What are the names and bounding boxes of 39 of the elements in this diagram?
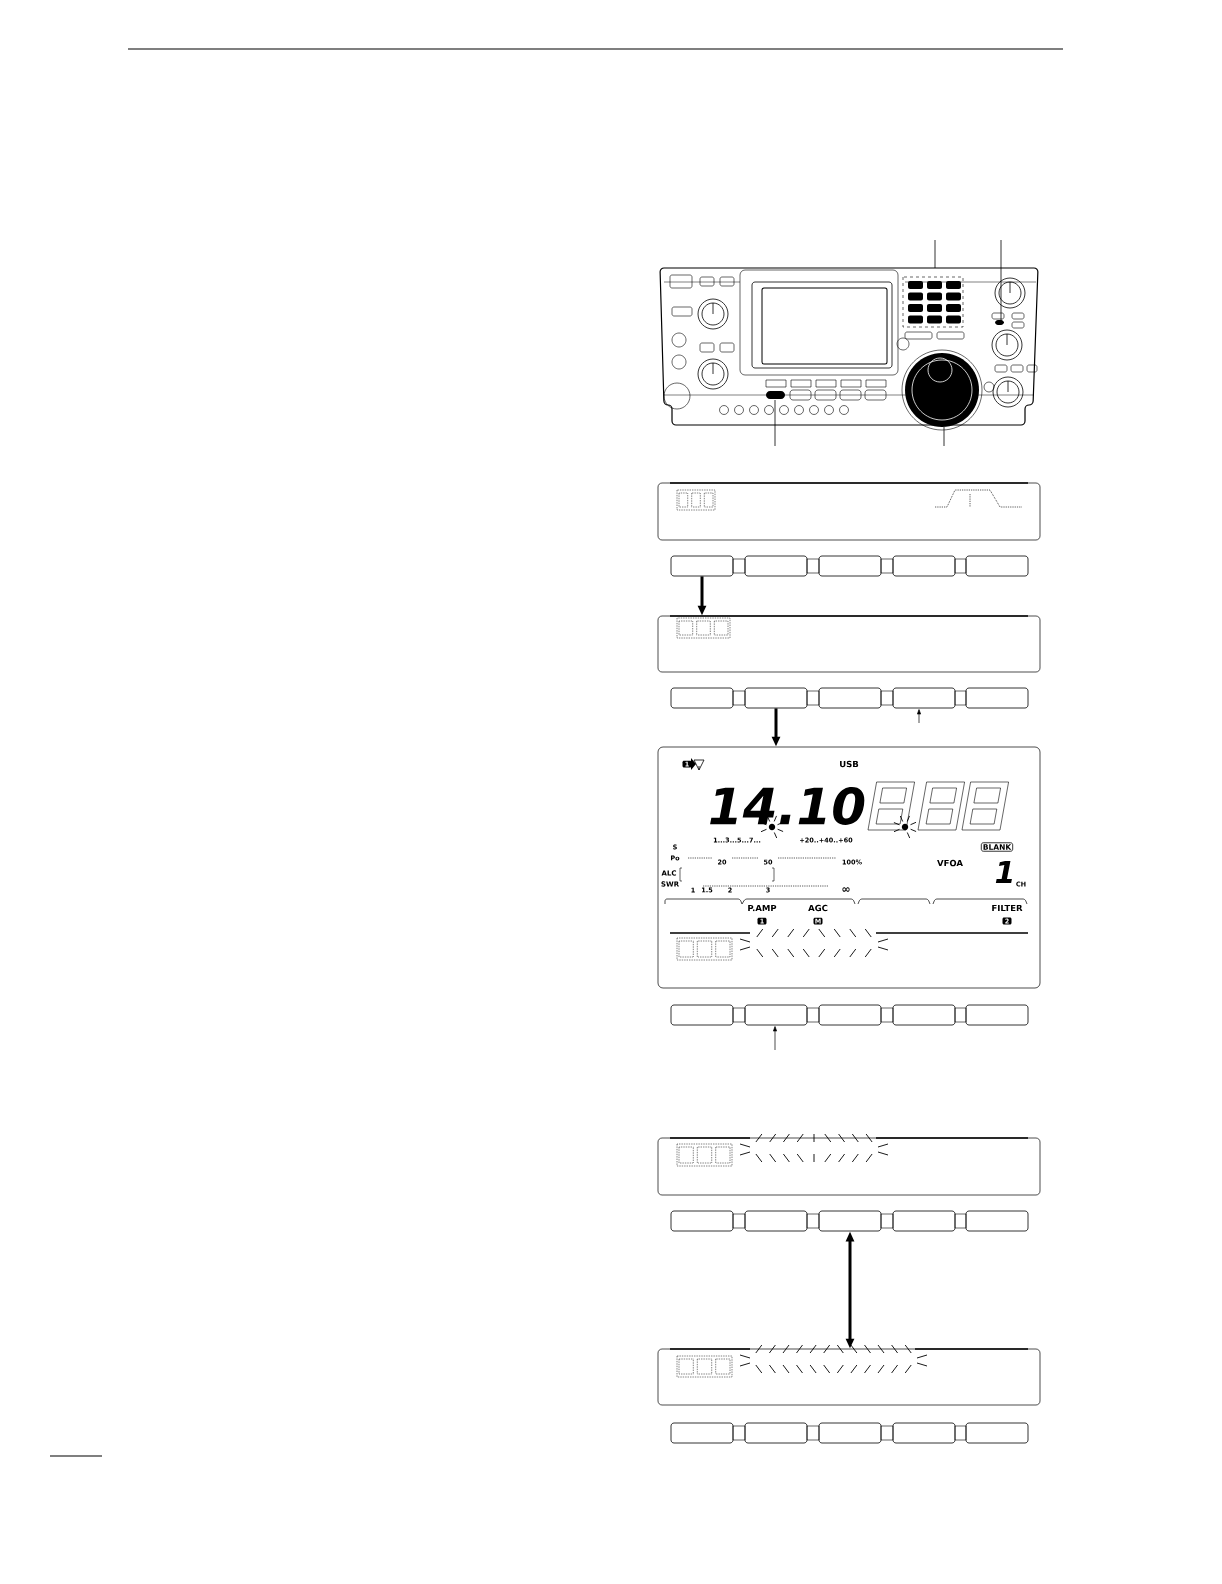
soft-key [965,555,1029,577]
soft-key [670,687,746,709]
soft-key [744,555,820,577]
display-label: ∞ [842,887,850,892]
soft-key [818,1210,894,1232]
soft-key [670,1422,746,1444]
display-label: P.AMP [748,904,777,912]
soft-key [744,1422,820,1444]
display-label: VFOA [937,859,963,867]
soft-key [670,555,746,577]
soft-key [965,687,1029,709]
soft-key [818,1422,894,1444]
soft-key [670,1210,746,1232]
soft-key [818,1004,894,1026]
soft-key [965,1004,1029,1026]
soft-key [892,687,967,709]
lcd-display [657,615,1041,673]
frequency-readout: 14.10 [710,787,865,825]
soft-key [744,1004,820,1026]
soft-key [744,1210,820,1232]
soft-key [892,1210,967,1232]
lcd-display [657,1133,1041,1196]
lcd-display [657,1344,1041,1406]
channel-number: 1 [995,861,1012,883]
arrow [917,709,921,724]
display-label: FILTER [992,904,1023,912]
soft-key [744,687,820,709]
display-label: AGC [808,904,828,912]
soft-key [892,1422,967,1444]
lcd-display [657,482,1041,541]
soft-key [965,1422,1029,1444]
display-label: USB [840,760,859,768]
soft-key [818,555,894,577]
soft-key [965,1210,1029,1232]
soft-key [670,1004,746,1026]
soft-key [892,555,967,577]
soft-key [892,1004,967,1026]
arrow [773,1026,777,1051]
soft-key [818,687,894,709]
